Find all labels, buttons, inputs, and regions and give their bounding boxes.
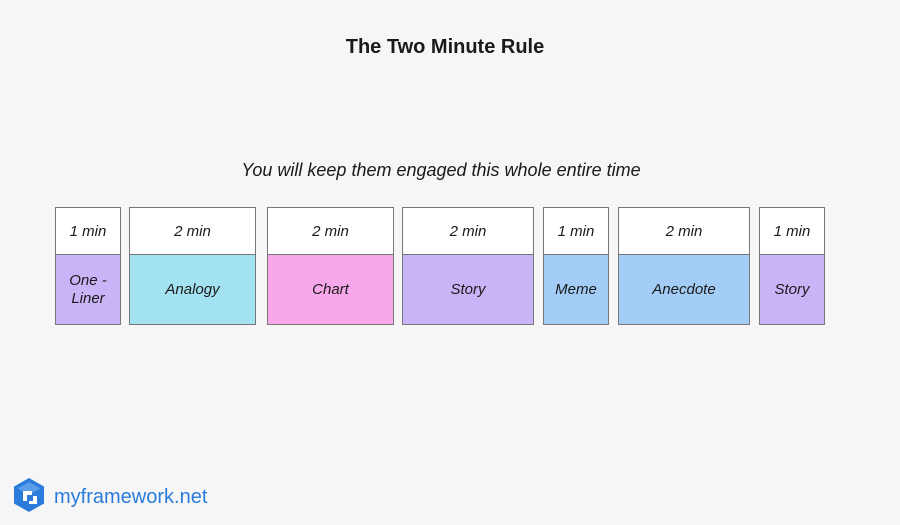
page-subtitle: You will keep them engaged this whole en… <box>241 160 641 180</box>
myframework-logo-icon <box>12 477 46 518</box>
block-duration: 2 min <box>130 208 255 255</box>
block-activity: Meme <box>544 255 608 324</box>
block-duration: 2 min <box>619 208 749 255</box>
page-title: The Two Minute Rule <box>345 36 545 58</box>
block-activity: One - Liner <box>56 255 120 324</box>
timeline-block: 1 min Story <box>759 207 825 325</box>
block-activity: Chart <box>268 255 393 324</box>
block-duration: 2 min <box>268 208 393 255</box>
timeline-block: 2 min Chart <box>267 207 394 325</box>
block-duration: 1 min <box>544 208 608 255</box>
block-duration: 1 min <box>760 208 824 255</box>
brand-logo[interactable]: myframework.net <box>12 477 208 518</box>
block-activity: Story <box>403 255 533 324</box>
logo-text: myframework.net <box>54 485 208 508</box>
block-activity: Story <box>760 255 824 324</box>
timeline-block: 1 min Meme <box>543 207 609 325</box>
timeline-block: 1 min One - Liner <box>55 207 121 325</box>
timeline-block: 2 min Analogy <box>129 207 256 325</box>
timeline-block: 2 min Story <box>402 207 534 325</box>
block-duration: 2 min <box>403 208 533 255</box>
timeline-block: 2 min Anecdote <box>618 207 750 325</box>
block-activity: Anecdote <box>619 255 749 324</box>
block-duration: 1 min <box>56 208 120 255</box>
block-activity: Analogy <box>130 255 255 324</box>
